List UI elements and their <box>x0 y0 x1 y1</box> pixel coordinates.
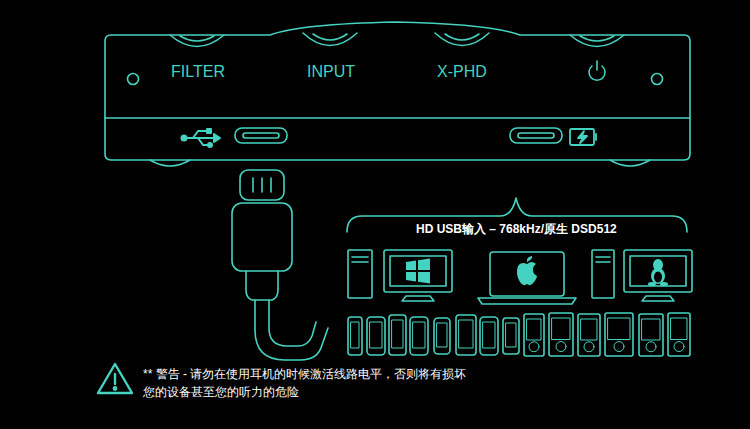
foot <box>150 160 190 166</box>
mac-laptop <box>478 252 576 304</box>
device-wheel <box>529 342 539 352</box>
device-outline <box>434 318 450 354</box>
device-screen <box>608 318 630 340</box>
device-screen <box>642 319 660 340</box>
device-screen <box>671 318 687 340</box>
warning-text: ** 警告 - 请勿在使用耳机的时候激活线路电平，否则将有损坏您的设备甚至您的听… <box>143 365 478 401</box>
device-outline <box>549 313 573 356</box>
device-wheel <box>614 342 624 352</box>
windows-pc <box>348 250 452 301</box>
device-screen <box>581 319 597 340</box>
micro-usb-port <box>235 128 562 143</box>
device-outline <box>578 314 600 356</box>
foot <box>610 160 650 166</box>
device-outline <box>639 314 663 356</box>
device-screen <box>459 320 473 348</box>
device-outline <box>389 315 406 355</box>
usb-spec-label: HD USB输入 – 768kHz/原生 DSD512 <box>408 220 625 239</box>
knobs <box>170 33 624 47</box>
device-screen <box>413 322 425 348</box>
control-label: X-PHD <box>437 63 487 81</box>
device-wheel <box>674 342 684 352</box>
power-symbol <box>589 61 605 80</box>
usb-cable <box>232 170 328 360</box>
device-screen <box>437 323 447 347</box>
device-outline <box>480 317 498 355</box>
device-outline <box>524 314 544 356</box>
linux-pc <box>592 250 692 301</box>
charge-icon <box>570 129 596 145</box>
warning-icon <box>98 364 132 393</box>
device-outline <box>605 313 633 356</box>
device-screen <box>506 323 516 347</box>
device-outline <box>668 313 690 356</box>
device-outline <box>503 318 519 354</box>
housing-seam <box>105 117 690 119</box>
device-wheel <box>646 342 656 352</box>
device-outline <box>348 317 362 355</box>
device-screen <box>527 319 541 340</box>
side-dot <box>128 74 139 85</box>
portable-devices <box>348 313 690 356</box>
device-outline <box>410 317 428 355</box>
device-screen <box>351 322 359 348</box>
side-dot <box>652 74 663 85</box>
usb-icon <box>182 129 221 147</box>
device-screen <box>552 318 570 340</box>
device-screen <box>483 322 495 348</box>
device-wheel <box>556 342 566 352</box>
control-label: INPUT <box>307 63 355 81</box>
housing <box>105 22 690 160</box>
control-label: FILTER <box>171 63 225 81</box>
device-screen <box>370 322 382 348</box>
device-outline <box>456 315 476 355</box>
device-screen <box>392 320 403 348</box>
device-outline <box>367 317 385 355</box>
device-wheel <box>584 342 594 352</box>
